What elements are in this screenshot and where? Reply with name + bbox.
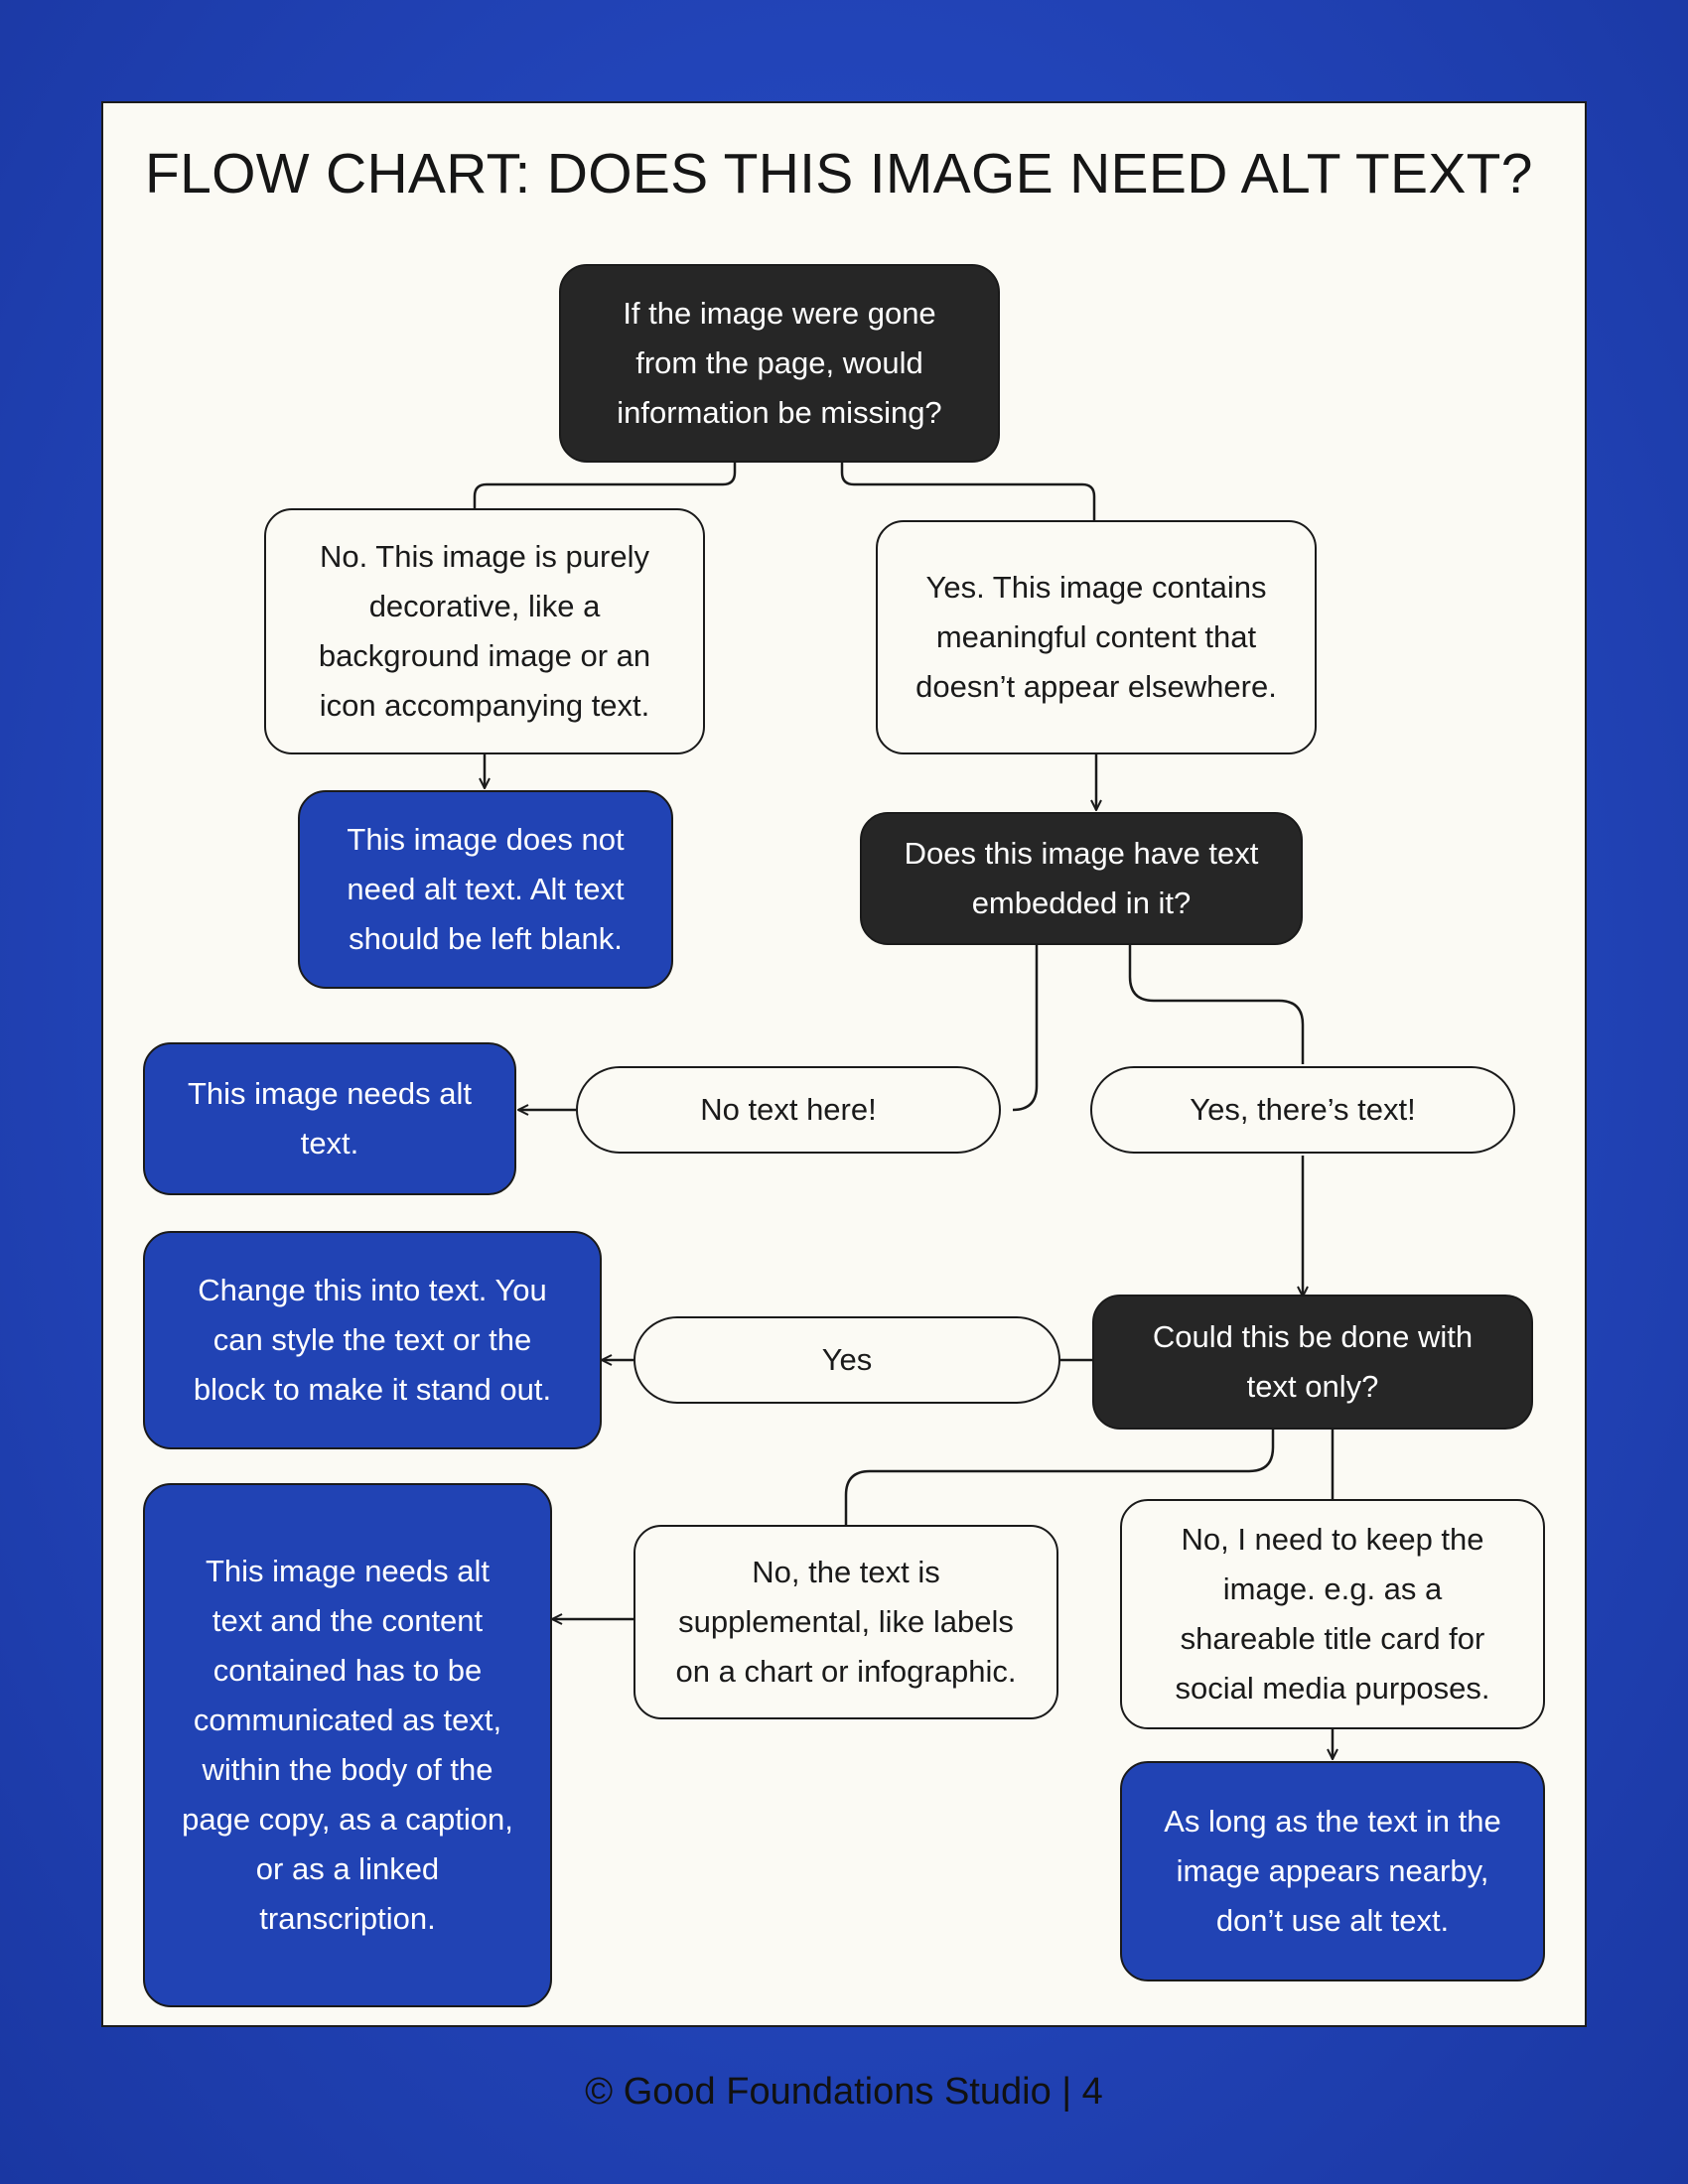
- answer-yes-meaningful: Yes. This image contains meaningful cont…: [876, 520, 1317, 754]
- connector-q2-notext: [1012, 945, 1039, 1112]
- connector-q1-yes: [840, 463, 1096, 520]
- answer-no-text: No text here!: [576, 1066, 1001, 1154]
- decision-image-gone: If the image were gone from the page, wo…: [559, 264, 1000, 463]
- page-title: FLOW CHART: DOES THIS IMAGE NEED ALT TEX…: [145, 142, 1533, 205]
- connector-q3-supplemental: [844, 1430, 1275, 1525]
- outcome-no-alt-needed: This image does not need alt text. Alt t…: [298, 790, 673, 989]
- answer-yes-text: Yes, there’s text!: [1090, 1066, 1515, 1154]
- flowchart-panel: FLOW CHART: DOES THIS IMAGE NEED ALT TEX…: [101, 101, 1587, 2027]
- outcome-change-to-text: Change this into text. You can style the…: [143, 1231, 602, 1449]
- connector-q1-no: [473, 463, 737, 508]
- decision-text-only: Could this be done with text only?: [1092, 1295, 1533, 1430]
- outcome-needs-alt-content: This image needs alt text and the conten…: [143, 1483, 552, 2007]
- answer-supplemental: No, the text is supplemental, like label…: [633, 1525, 1058, 1719]
- answer-yes: Yes: [633, 1316, 1060, 1404]
- outcome-needs-alt: This image needs alt text.: [143, 1042, 516, 1195]
- footer-copyright: © Good Foundations Studio | 4: [585, 2071, 1103, 2113]
- flowchart-connectors: [473, 463, 1589, 2029]
- answer-no-decorative: No. This image is purely decorative, lik…: [264, 508, 705, 754]
- outcome-no-alt-nearby: As long as the text in the image appears…: [1120, 1761, 1545, 1981]
- decision-text-embedded: Does this image have text embedded in it…: [860, 812, 1303, 945]
- connector-q2-yestext: [1128, 945, 1305, 1064]
- answer-keep-image: No, I need to keep the image. e.g. as a …: [1120, 1499, 1545, 1729]
